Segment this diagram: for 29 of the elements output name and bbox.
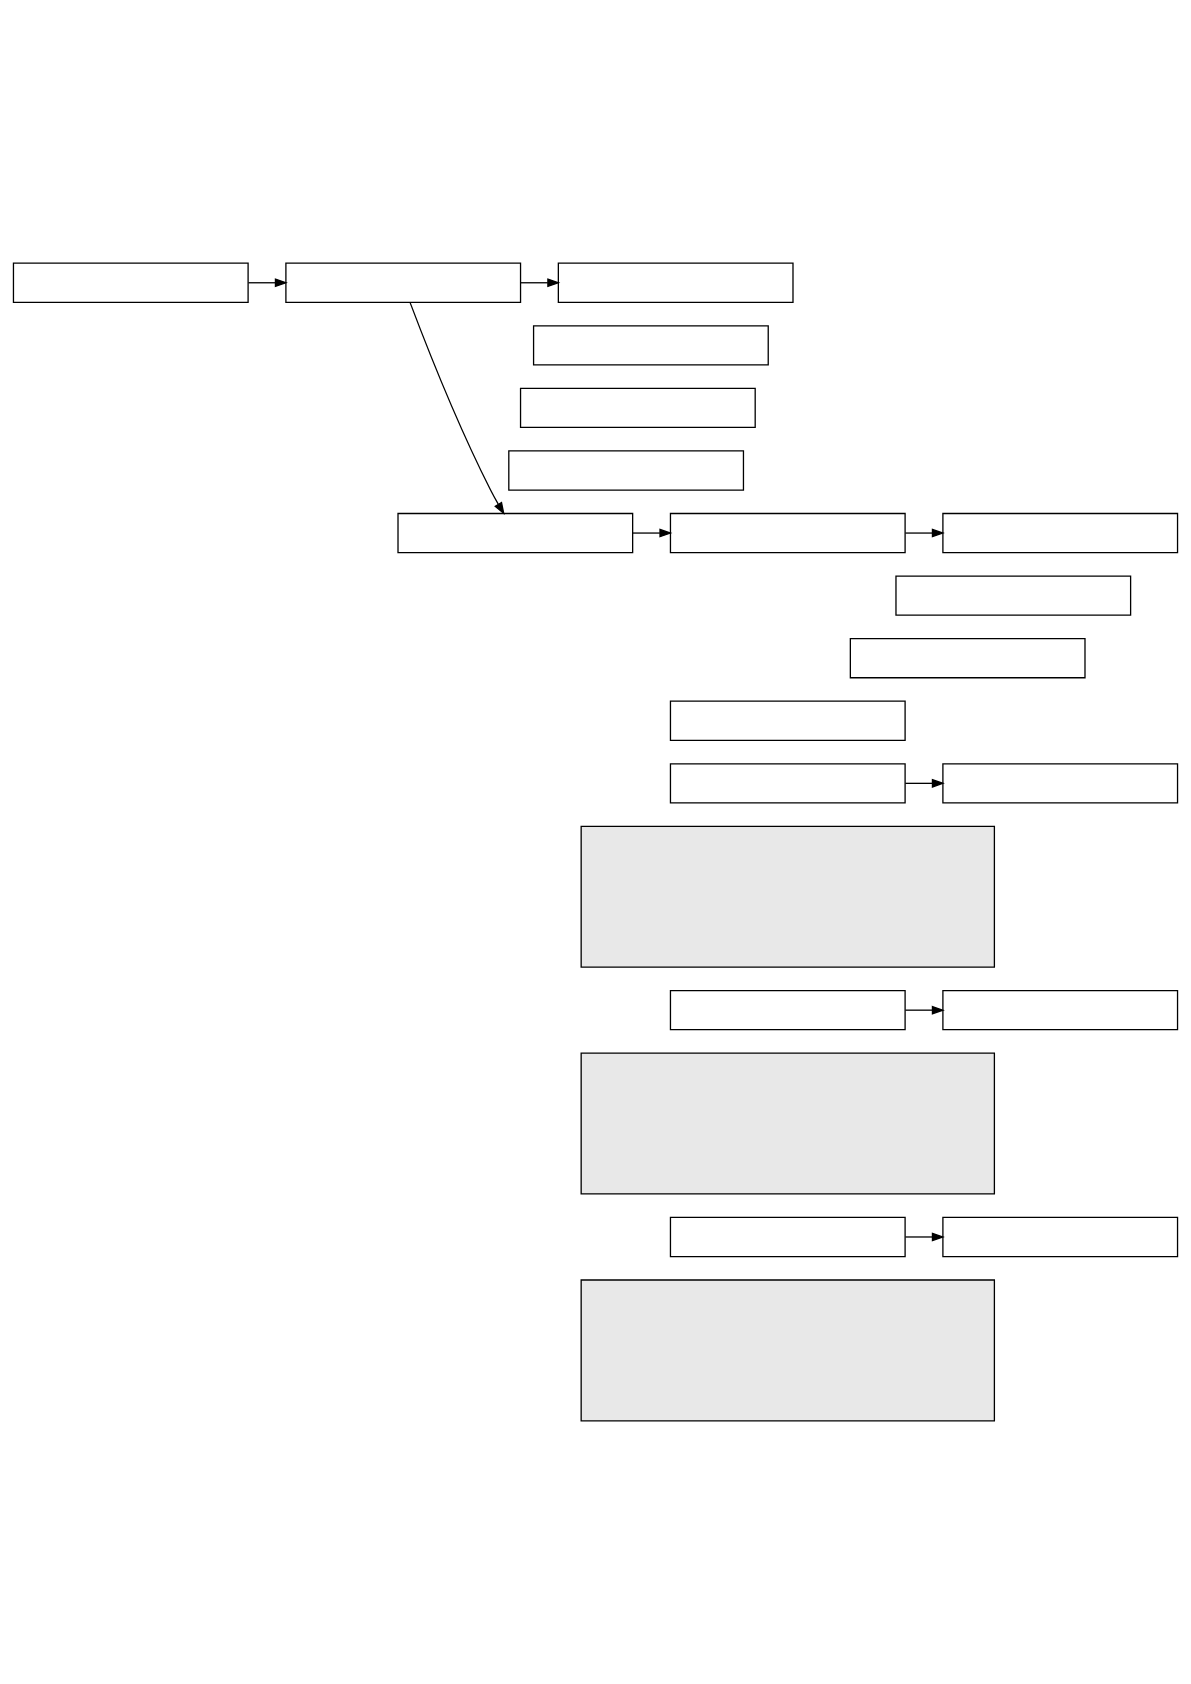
node-box bbox=[942, 763, 1179, 804]
node-box bbox=[580, 1052, 996, 1195]
node-box bbox=[669, 700, 906, 741]
node-box bbox=[669, 763, 906, 804]
node-box bbox=[669, 1216, 906, 1258]
node-box bbox=[532, 325, 769, 366]
node-box bbox=[580, 1279, 996, 1422]
node-box bbox=[557, 262, 794, 303]
node-box bbox=[895, 575, 1132, 616]
node-box bbox=[942, 1216, 1179, 1258]
arrow bbox=[904, 1232, 945, 1242]
arrow bbox=[247, 278, 288, 288]
node-box bbox=[285, 262, 522, 303]
node-box bbox=[508, 450, 745, 491]
node-box bbox=[849, 638, 1086, 679]
node-box bbox=[942, 989, 1179, 1031]
node-box bbox=[12, 262, 249, 303]
node-box bbox=[519, 387, 756, 429]
node-box bbox=[397, 512, 634, 554]
arrow bbox=[632, 528, 673, 538]
node-box bbox=[669, 989, 906, 1031]
node-box bbox=[580, 825, 996, 968]
arrow bbox=[904, 1005, 945, 1015]
node-box bbox=[942, 512, 1179, 554]
arrow bbox=[520, 278, 561, 288]
node-box bbox=[669, 512, 906, 554]
arrow bbox=[409, 302, 505, 516]
arrow bbox=[904, 778, 945, 788]
arrow bbox=[904, 528, 945, 538]
